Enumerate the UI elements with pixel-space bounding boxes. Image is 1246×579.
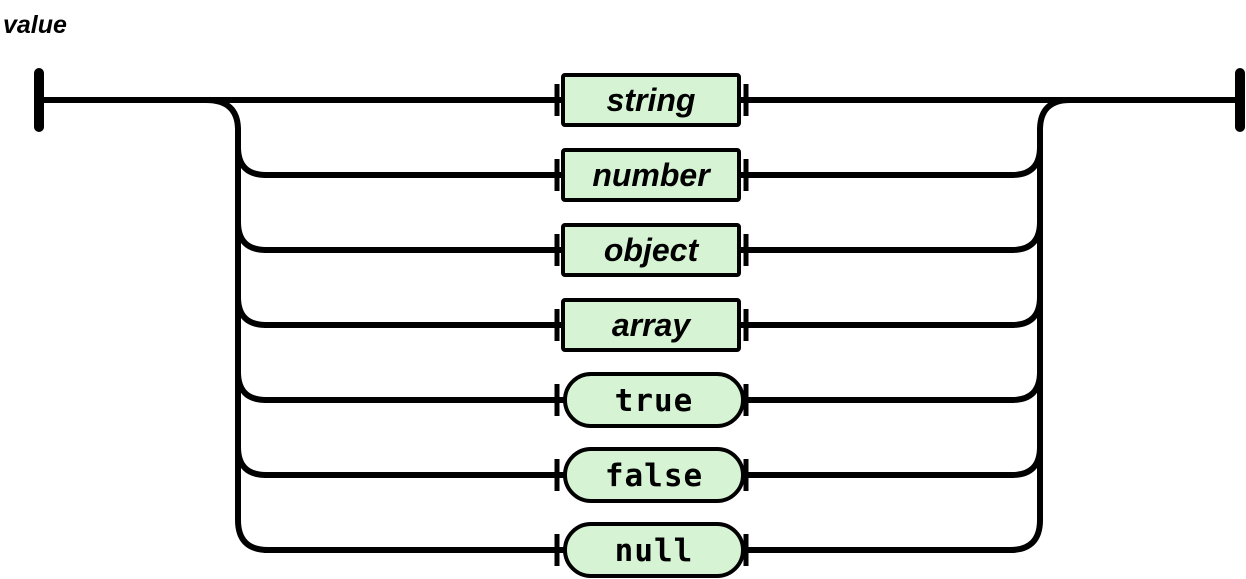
node-array-box bbox=[561, 298, 741, 352]
branch-curve-true bbox=[235, 371, 267, 403]
node-number-label: number bbox=[592, 157, 711, 193]
branch-trunk-line bbox=[205, 97, 269, 553]
node-true-label: true bbox=[615, 383, 694, 419]
node-true-pill bbox=[563, 372, 745, 428]
node-null-pill bbox=[563, 522, 745, 578]
merge-curve-true bbox=[1011, 371, 1043, 403]
node-object: object bbox=[561, 223, 741, 277]
node-true: true bbox=[563, 372, 745, 428]
merge-curve-object bbox=[1011, 221, 1043, 253]
diagram-title: value bbox=[3, 11, 67, 39]
branch-curve-array bbox=[235, 296, 267, 328]
branch-curve-object bbox=[235, 221, 267, 253]
node-string-label: string bbox=[607, 82, 696, 118]
branch-curve-false bbox=[235, 446, 267, 478]
merge-curve-number bbox=[1011, 146, 1043, 178]
branch-curve-number bbox=[235, 146, 267, 178]
node-object-box bbox=[561, 223, 741, 277]
node-string-box bbox=[561, 73, 741, 127]
node-array-label: array bbox=[612, 307, 693, 343]
node-false-pill bbox=[563, 447, 745, 503]
node-false-label: false bbox=[605, 458, 703, 494]
node-false: false bbox=[563, 447, 745, 503]
node-object-label: object bbox=[604, 232, 700, 268]
node-number: number bbox=[561, 148, 741, 202]
node-string: string bbox=[561, 73, 741, 127]
merge-trunk-line bbox=[1009, 97, 1071, 553]
node-null: null bbox=[563, 522, 745, 578]
node-null-label: null bbox=[615, 533, 694, 569]
merge-curve-array bbox=[1011, 296, 1043, 328]
node-number-box bbox=[561, 148, 741, 202]
node-array: array bbox=[561, 298, 741, 352]
merge-curve-false bbox=[1011, 446, 1043, 478]
node-connector-ticks bbox=[554, 84, 749, 566]
